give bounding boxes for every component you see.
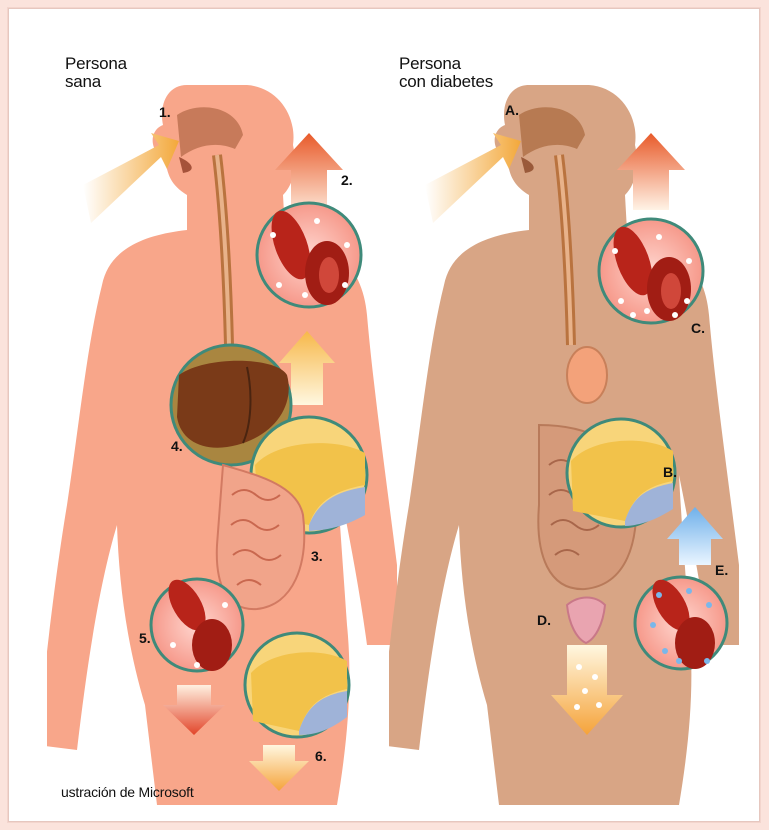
label-e: E. [715, 562, 728, 578]
stomach [567, 347, 607, 403]
healthy-body-diagram: 1. 2. 3. 4. 5. 6. [47, 45, 397, 805]
label-3: 3. [311, 548, 323, 564]
label-b: B. [663, 464, 677, 480]
label-6: 6. [315, 748, 327, 764]
diabetic-body-diagram: A. B. C. D. E. [389, 45, 739, 805]
label-4: 4. [171, 438, 183, 454]
illustration-frame: Persona sana [8, 8, 760, 822]
label-c: C. [691, 320, 705, 336]
air-intake-arrow [83, 133, 179, 223]
healthy-person-panel: Persona sana [47, 45, 397, 805]
label-5: 5. [139, 630, 151, 646]
label-d: D. [537, 612, 551, 628]
diabetic-person-panel: Persona con diabetes [389, 45, 739, 805]
image-credit: ustración de Microsoft [61, 784, 194, 800]
label-a: A. [505, 102, 519, 118]
label-2: 2. [341, 172, 353, 188]
label-1: 1. [159, 104, 171, 120]
